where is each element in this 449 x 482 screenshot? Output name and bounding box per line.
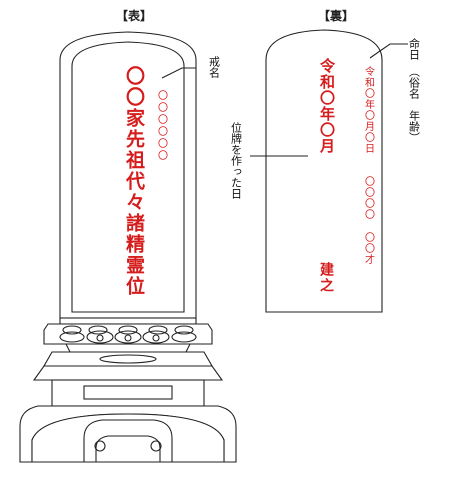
meinichi-leader (369, 43, 408, 59)
back-board (265, 29, 383, 313)
front-header: 【表】 (116, 8, 152, 23)
cutout-scroll-right (150, 440, 162, 452)
neck-ornament (99, 354, 157, 364)
stand-lower-body (31, 413, 225, 463)
back-death-date: 令和〇年〇月〇日 (363, 65, 375, 154)
stand-platform (32, 365, 224, 381)
neck-2 (43, 351, 213, 367)
neck-1 (65, 343, 191, 353)
back-name-text: 〇〇〇〇 (363, 176, 375, 220)
meinichi-label: 命日 (408, 37, 421, 60)
created-date-label: 位牌を作った日 (230, 121, 243, 199)
back-date-text: 令和〇年〇月 (318, 57, 336, 154)
back-made-text: 建之 (318, 261, 334, 294)
back-age-text: 〇〇才 (363, 232, 375, 265)
front-side-text: 〇〇〇〇〇〇 (156, 90, 168, 162)
stand-cutout (83, 419, 173, 462)
kaimyo-label: 戒名 (208, 56, 221, 78)
stand-upper (51, 379, 205, 407)
kaimyo-leader (161, 67, 196, 79)
lotus-band-top (59, 317, 197, 325)
back-header: 【裏】 (318, 8, 354, 23)
front-board-outer (59, 31, 197, 319)
stand-upper-panel (83, 385, 173, 400)
front-board-inner (71, 41, 185, 313)
front-main-text: 〇〇家先祖代々諸精霊位 (123, 66, 146, 297)
zokumei-label: （俗名 年齢） (408, 66, 421, 143)
front-tablet (19, 31, 237, 463)
cutout-scroll-left (94, 440, 106, 452)
stand-cutout-inner (95, 435, 161, 462)
lotus-ornaments (59, 325, 197, 344)
